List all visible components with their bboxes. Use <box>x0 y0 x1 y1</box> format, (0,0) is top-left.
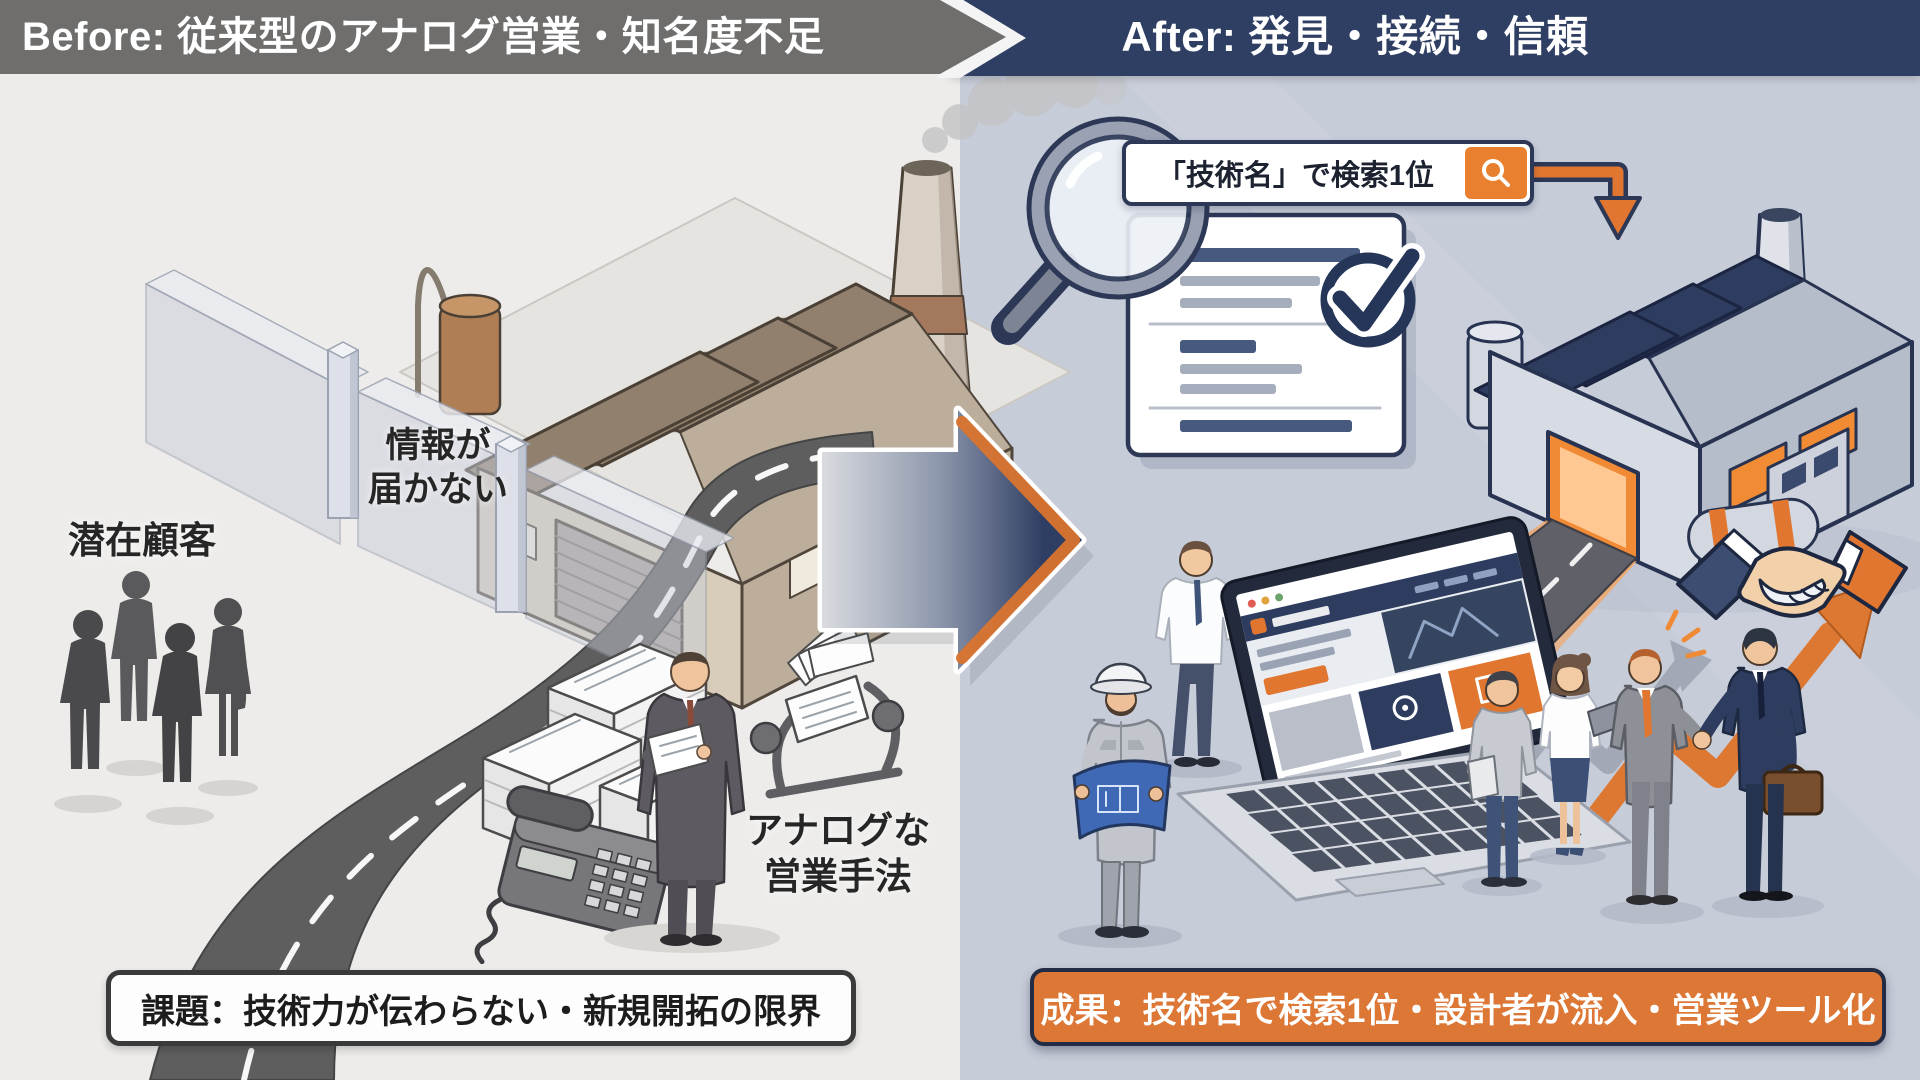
analog-label-line1: アナログな <box>745 810 931 851</box>
barrier-wall <box>145 269 735 701</box>
telephone-icon <box>474 785 674 965</box>
handshake-icon <box>1676 528 1908 620</box>
casual-man <box>1467 670 1537 887</box>
analog-label-line2: 営業手法 <box>764 856 912 898</box>
after-caption: 成果：技術名で検索1位・設計者が流入・営業ツール化 <box>1030 968 1886 1046</box>
before-caption-text: 課題：技術力が伝わらない・新規開拓の限界 <box>141 992 821 1031</box>
after-caption-text: 成果：技術名で検索1位・設計者が流入・営業ツール化 <box>1040 991 1876 1030</box>
rolodex-icon <box>749 621 905 799</box>
search-button <box>1465 147 1527 199</box>
business-group-illustration <box>1462 609 1824 924</box>
wall-label-line1: 情報が <box>385 426 491 465</box>
salesman-illustration <box>604 652 780 953</box>
smoke-icon <box>922 60 1127 153</box>
check-circle-icon <box>1320 243 1425 348</box>
ranked-document <box>1125 212 1425 469</box>
before-header-title: Before: 従来型のアナログ営業・知名度不足 <box>22 15 825 59</box>
after-header-bar <box>950 0 1920 76</box>
gray-suit-man <box>1609 609 1707 905</box>
wall-pillar <box>495 435 527 613</box>
analog-sales-label: アナログな 営業手法 <box>738 808 938 901</box>
navy-suit-man <box>1692 628 1824 901</box>
customers-silhouettes <box>54 571 258 825</box>
wall-label: 情報が 届かない <box>348 424 528 512</box>
before-after-arrow <box>817 405 1094 686</box>
search-query-text: 「技術名」で検索1位 <box>1156 160 1435 192</box>
wall-pillar <box>327 341 359 519</box>
worker-illustration <box>1058 662 1182 948</box>
search-icon <box>1482 159 1510 187</box>
wall-label-line2: 届かない <box>367 469 508 509</box>
old-tank <box>415 267 502 416</box>
down-arrow-icon <box>1524 162 1642 240</box>
search-bar: 「技術名」で検索1位 <box>1122 140 1534 206</box>
after-header-title: After: 発見・接続・信頼 <box>1121 13 1589 60</box>
before-header-bar <box>0 0 1006 74</box>
potential-customers-label: 潜在顧客 <box>68 520 216 561</box>
before-caption: 課題：技術力が伝わらない・新規開拓の限界 <box>106 970 856 1046</box>
